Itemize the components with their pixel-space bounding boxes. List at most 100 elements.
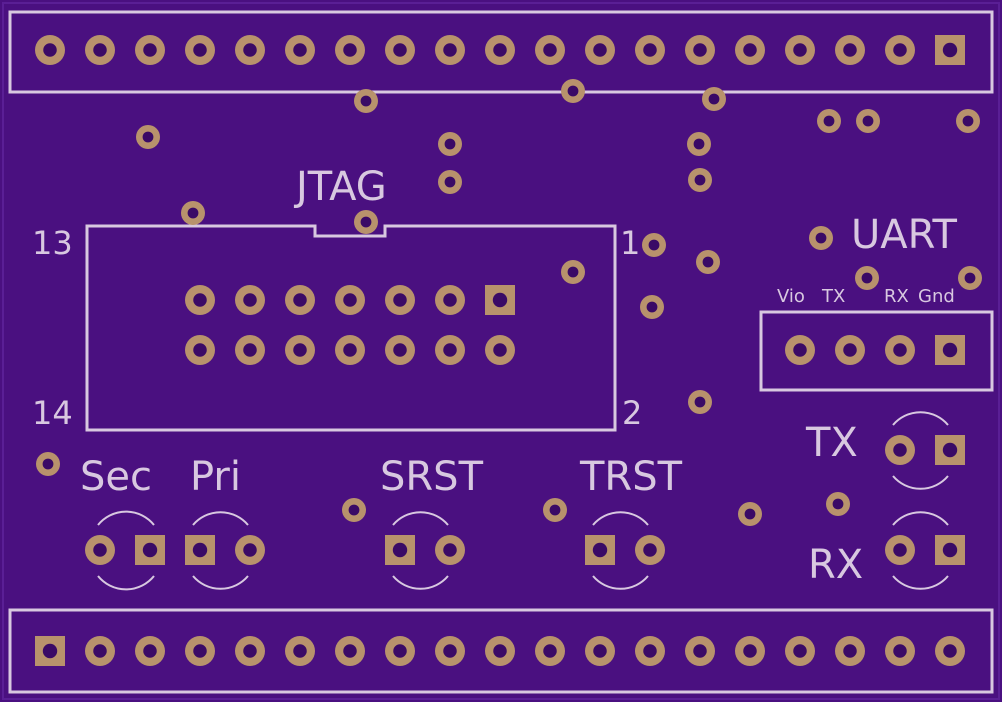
bottom-header-pin-drill — [243, 644, 257, 658]
jtag-pin-drill — [443, 343, 457, 357]
via-drill — [549, 504, 561, 516]
jtag-connector-outline — [85, 224, 617, 432]
bottom-header-pin-drill — [443, 644, 457, 658]
via-drill — [42, 458, 54, 470]
sec-led-label: Sec — [80, 454, 152, 500]
via-drill — [832, 498, 844, 510]
via-drill — [862, 115, 874, 127]
led-pri-pad-drill — [243, 543, 257, 557]
jtag-pin14-label: 14 — [32, 394, 73, 432]
jtag-pin-drill — [393, 293, 407, 307]
via-drill — [744, 508, 756, 520]
top-header-pin-drill — [493, 43, 507, 57]
bottom-header-outline — [8, 608, 994, 694]
uart-gnd-label: Gnd — [918, 286, 955, 307]
bottom-header-pin-drill — [343, 644, 357, 658]
uart-label: UART — [851, 212, 958, 258]
bottom-header-pin-drill — [42, 643, 58, 659]
top-header-pin-drill — [93, 43, 107, 57]
via-drill — [567, 266, 579, 278]
bottom-header-pin-drill — [893, 644, 907, 658]
via-drill — [964, 272, 976, 284]
rx-led-label: RX — [808, 542, 863, 588]
via-drill — [815, 232, 827, 244]
top-header-pin-drill — [293, 43, 307, 57]
via-drill — [693, 138, 705, 150]
via-drill — [348, 504, 360, 516]
via-drill — [360, 95, 372, 107]
via-drill — [360, 216, 372, 228]
led-trst-pad-drill — [592, 542, 608, 558]
led-outlines — [97, 411, 949, 591]
pads-layer — [35, 35, 982, 666]
uart-rx-label: RX — [884, 286, 909, 307]
uart-pin-drill — [843, 343, 857, 357]
top-header-pin-drill — [743, 43, 757, 57]
led-rx-pad-drill — [942, 542, 958, 558]
top-header-outline — [8, 10, 994, 94]
jtag-pin-drill — [393, 343, 407, 357]
trst-led-label: TRST — [579, 454, 683, 500]
top-header-pin-drill — [942, 42, 958, 58]
top-header-pin-drill — [643, 43, 657, 57]
jtag-pin-drill — [293, 293, 307, 307]
srst-led-label: SRST — [380, 454, 484, 500]
via-drill — [444, 176, 456, 188]
bottom-header-pin-drill — [193, 644, 207, 658]
jtag-label: JTAG — [293, 164, 387, 210]
via-drill — [444, 138, 456, 150]
led-pri-pad-drill — [192, 542, 208, 558]
led-tx-pad-drill — [942, 442, 958, 458]
via-drill — [708, 93, 720, 105]
via-drill — [694, 396, 706, 408]
top-header-pin-drill — [343, 43, 357, 57]
jtag-pin-drill — [443, 293, 457, 307]
jtag-pin1-label: 1 — [620, 224, 640, 262]
jtag-pin-drill — [193, 343, 207, 357]
bottom-header-pin-drill — [843, 644, 857, 658]
led-sec-pad-drill — [142, 542, 158, 558]
uart-vio-label: Vio — [777, 286, 805, 307]
bottom-header-pin-drill — [143, 644, 157, 658]
uart-pin-drill — [893, 343, 907, 357]
uart-tx-label: TX — [821, 286, 845, 307]
jtag-pin-drill — [243, 343, 257, 357]
bottom-header-pin-drill — [693, 644, 707, 658]
top-header-pin-drill — [243, 43, 257, 57]
top-header-pin-drill — [193, 43, 207, 57]
via-drill — [646, 301, 658, 313]
top-header-pin-drill — [593, 43, 607, 57]
jtag-pin-drill — [293, 343, 307, 357]
top-header-pin-drill — [143, 43, 157, 57]
led-srst-pad-drill — [392, 542, 408, 558]
bottom-header-pin-drill — [493, 644, 507, 658]
via-drill — [823, 115, 835, 127]
via-drill — [567, 85, 579, 97]
via-drill — [694, 174, 706, 186]
jtag-pin-drill — [492, 292, 508, 308]
bottom-header-pin-drill — [593, 644, 607, 658]
jtag-pin2-label: 2 — [622, 394, 642, 432]
jtag-pin-drill — [343, 293, 357, 307]
jtag-pin-drill — [243, 293, 257, 307]
via-drill — [648, 239, 660, 251]
bottom-header-pin-drill — [643, 644, 657, 658]
top-header-pin-drill — [43, 43, 57, 57]
via-drill — [962, 115, 974, 127]
top-header-pin-drill — [893, 43, 907, 57]
top-header-pin-drill — [843, 43, 857, 57]
uart-pin-drill — [942, 342, 958, 358]
bottom-header-pin-drill — [543, 644, 557, 658]
top-header-pin-drill — [693, 43, 707, 57]
via-drill — [861, 272, 873, 284]
bottom-header-pin-drill — [743, 644, 757, 658]
jtag-pin-drill — [343, 343, 357, 357]
top-header-pin-drill — [543, 43, 557, 57]
led-rx-pad-drill — [893, 543, 907, 557]
bottom-header-pin-drill — [393, 644, 407, 658]
uart-connector-outline — [759, 310, 994, 392]
uart-pin-drill — [793, 343, 807, 357]
jtag-pin13-label: 13 — [32, 224, 73, 262]
led-sec-pad-drill — [93, 543, 107, 557]
